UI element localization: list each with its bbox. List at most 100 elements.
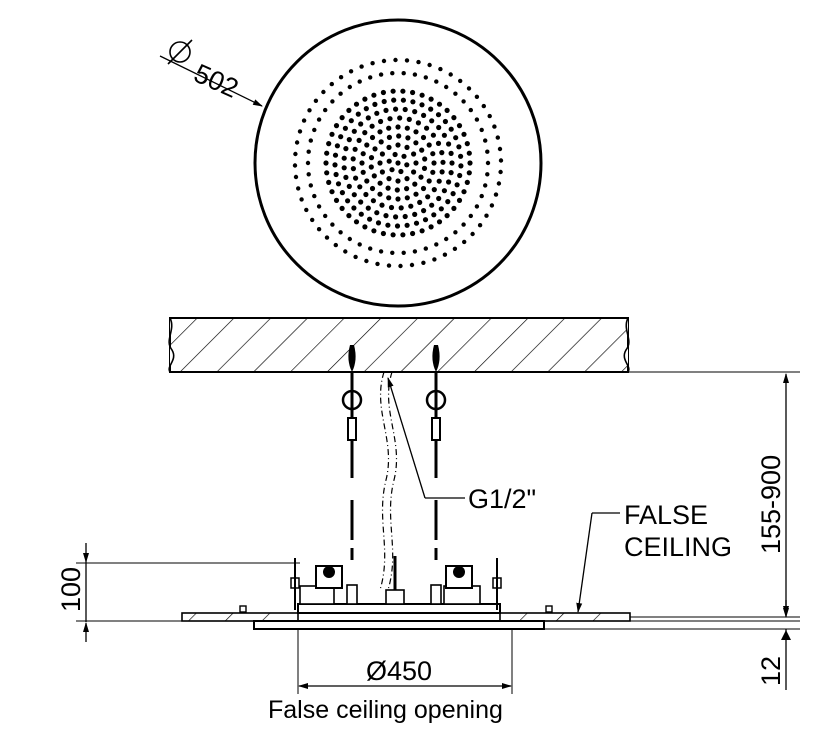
nozzle-dot	[404, 125, 410, 131]
nozzle-dot	[329, 131, 335, 137]
nozzle-dot	[341, 155, 347, 161]
nozzle-dot	[358, 211, 364, 217]
nozzle-dot	[365, 115, 371, 121]
nozzle-dot	[436, 124, 442, 131]
nozzle-dot	[352, 146, 358, 152]
nozzle-dot	[396, 133, 402, 139]
nozzle-dot	[487, 113, 492, 119]
nozzle-dot	[441, 132, 447, 138]
nozzle-dot	[416, 59, 421, 65]
false-ceiling-callout: FALSE CEILING	[576, 500, 732, 613]
nozzle-dot	[426, 178, 432, 184]
nozzle-dot	[405, 135, 411, 141]
nozzle-dot	[377, 129, 383, 135]
nozzle-dot	[393, 106, 399, 112]
nozzle-dot	[374, 210, 380, 216]
nozzle-dot	[398, 205, 404, 211]
nozzle-dot	[364, 258, 369, 264]
nozzle-dot	[428, 96, 434, 102]
nozzle-dot	[451, 115, 457, 121]
nozzle-dot	[379, 169, 385, 175]
connection-dimension: G1/2"	[387, 377, 536, 514]
nozzle-dot	[423, 75, 428, 80]
nozzle-dot	[420, 185, 427, 192]
nozzle-dot	[378, 118, 384, 125]
nozzle-dot	[400, 232, 406, 238]
nozzle-dot	[439, 150, 445, 156]
nozzle-dot	[371, 92, 377, 98]
nozzle-dot	[456, 144, 462, 150]
nozzle-dot	[342, 125, 348, 131]
nozzle-dot	[418, 174, 424, 180]
nozzle-dot	[435, 112, 442, 118]
nozzle-dot	[345, 198, 351, 204]
nozzle-dot	[348, 118, 354, 124]
shower-head-top-view	[253, 18, 543, 308]
nozzle-dot	[362, 130, 368, 136]
nozzle-dot	[440, 159, 446, 165]
nozzle-dot	[297, 129, 303, 134]
nozzle-dot	[392, 151, 398, 158]
body-height-dimension: 100	[56, 543, 300, 642]
nozzle-dot	[390, 232, 396, 238]
nozzle-dot	[461, 131, 467, 137]
nozzle-dot	[413, 129, 419, 135]
nozzle-dot	[395, 124, 401, 130]
nozzle-dot	[413, 140, 419, 146]
nozzle-dot	[436, 101, 443, 107]
nozzle-dot	[425, 194, 431, 200]
nozzle-dot	[430, 132, 436, 138]
suspension-cable-right	[425, 345, 447, 560]
nozzle-dot	[364, 142, 370, 148]
nozzle-dot	[326, 179, 332, 185]
opening-diameter-label: Ø450	[366, 656, 432, 686]
nozzle-dot	[312, 193, 317, 199]
nozzle-dot	[402, 213, 408, 220]
nozzle-dot	[444, 236, 449, 242]
nozzle-dot	[466, 86, 472, 91]
nozzle-dot	[385, 185, 391, 191]
nozzle-dot	[310, 217, 315, 223]
nozzle-dot	[464, 179, 470, 185]
nozzle-dot	[461, 189, 467, 195]
nozzle-dot	[483, 183, 488, 188]
nozzle-dot	[390, 88, 396, 94]
nozzle-dot	[299, 197, 304, 202]
nozzle-dot	[294, 140, 300, 145]
nozzle-dot	[324, 170, 330, 176]
nozzle-dot	[353, 101, 360, 107]
nozzle-dot	[308, 183, 313, 188]
nozzle-dot	[364, 178, 370, 184]
nozzle-dot	[346, 137, 352, 143]
nozzle-dot	[485, 160, 491, 166]
nozzle-dot	[398, 168, 404, 175]
drop-range-dimension: 155-900	[756, 373, 789, 616]
nozzle-dot	[306, 172, 311, 177]
opening-diameter-dimension: Ø450 False ceiling opening	[268, 630, 513, 724]
nozzle-dot	[387, 116, 393, 122]
nozzle-dot	[496, 181, 502, 186]
nozzle-dot	[479, 127, 484, 133]
shower-body-side-view	[181, 556, 800, 630]
nozzle-dot	[442, 118, 448, 125]
nozzle-dot	[458, 153, 464, 159]
nozzle-dot	[394, 223, 401, 229]
nozzle-dot	[367, 216, 373, 222]
nozzle-dot	[412, 72, 418, 77]
nozzle-dot	[434, 79, 439, 84]
nozzle-dot	[351, 192, 357, 198]
nozzle-dot	[292, 163, 298, 168]
nozzle-dot	[343, 146, 349, 152]
nozzle-dot	[445, 199, 451, 205]
caption: False ceiling opening	[268, 696, 503, 724]
nozzle-dot	[333, 171, 339, 178]
nozzle-dot	[360, 151, 366, 157]
nozzle-dot	[377, 160, 383, 166]
nozzle-dot	[353, 219, 360, 225]
nozzle-dot	[397, 115, 403, 121]
nozzle-dot	[333, 242, 338, 248]
nozzle-dot	[316, 227, 322, 232]
nozzle-dot	[377, 180, 383, 186]
nozzle-dot	[427, 62, 432, 68]
nozzle-dot	[330, 222, 335, 227]
